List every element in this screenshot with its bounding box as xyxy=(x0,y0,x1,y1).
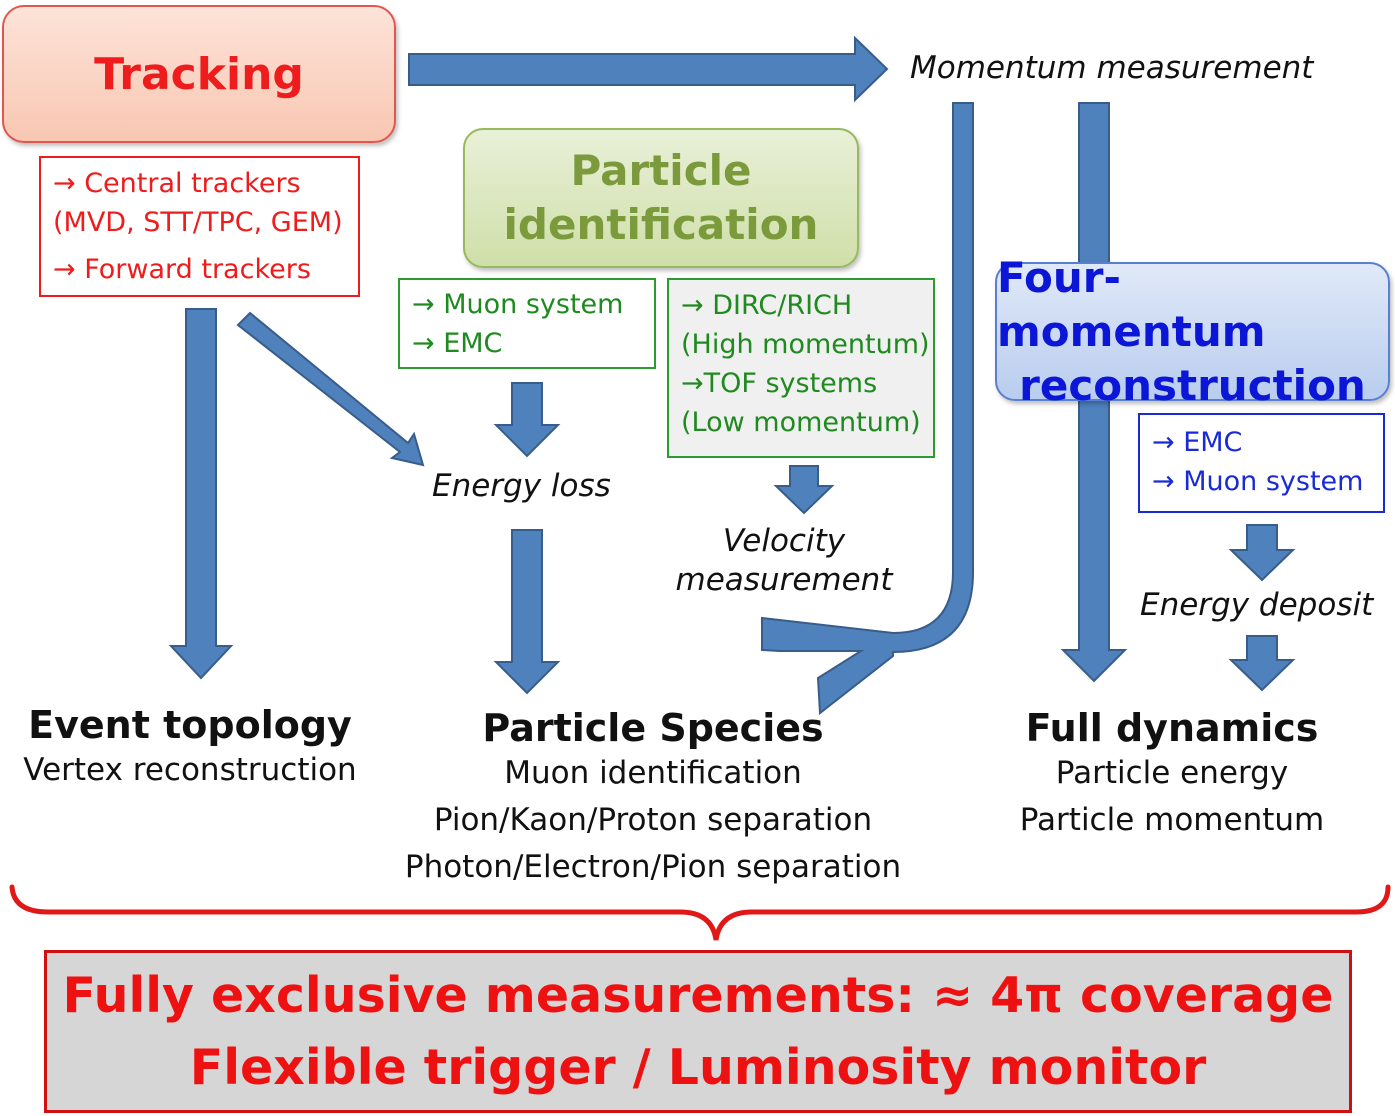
arrow-tracking-to-event-topology xyxy=(168,308,234,680)
arrow-tracking-to-energy-loss xyxy=(236,311,425,467)
pid-item-dirc-detail: (High momentum) xyxy=(681,329,930,360)
tracking-box: Tracking xyxy=(2,5,396,143)
label-energy-deposit: Energy deposit xyxy=(1140,587,1374,623)
four-momentum-item-emc: → EMC xyxy=(1152,427,1243,458)
arrow-dirc-to-velocity xyxy=(773,465,835,515)
outcome-particle-species: Particle Species Muon identification Pio… xyxy=(386,706,920,891)
tracking-item-central-detail: (MVD, STT/TPC, GEM) xyxy=(53,207,343,238)
summary-box: Fully exclusive measurements: ≈ 4π cover… xyxy=(44,950,1352,1113)
tracking-title: Tracking xyxy=(94,48,304,100)
label-energy-loss: Energy loss xyxy=(432,468,611,504)
particle-species-item-muon: Muon identification xyxy=(504,755,802,791)
tracking-item-central: → Central trackers xyxy=(53,168,301,199)
pid-item-tof: →TOF systems xyxy=(681,368,878,399)
particle-species-title: Particle Species xyxy=(482,706,824,750)
pid-title-line1: Particle xyxy=(570,146,752,195)
pid-item-tof-detail: (Low momentum) xyxy=(681,407,921,438)
four-momentum-box: Four-momentum reconstruction xyxy=(995,253,1390,410)
full-dynamics-title: Full dynamics xyxy=(1025,706,1319,750)
four-momentum-list: → EMC → Muon system xyxy=(1138,413,1385,513)
arrow-tracking-to-momentum xyxy=(408,35,889,103)
arrow-emc-to-energy-deposit xyxy=(1228,524,1296,582)
arrow-energy-loss-to-species xyxy=(493,529,561,695)
arrow-muon-to-energy-loss xyxy=(493,382,561,458)
event-topology-item: Vertex reconstruction xyxy=(23,752,357,788)
label-velocity-line2: measurement xyxy=(675,562,893,598)
particle-species-item-photon-electron-pion: Photon/Electron/Pion separation xyxy=(404,849,902,885)
tracking-list: → Central trackers (MVD, STT/TPC, GEM) →… xyxy=(39,156,360,297)
pid-title-line2: identification xyxy=(503,200,819,249)
event-topology-title: Event topology xyxy=(28,703,352,747)
full-dynamics-item-momentum: Particle momentum xyxy=(1019,802,1325,838)
pid-list-muon-emc: → Muon system → EMC xyxy=(398,278,656,369)
full-dynamics-item-energy: Particle energy xyxy=(1055,755,1289,791)
four-momentum-item-muon: → Muon system xyxy=(1152,466,1364,497)
curly-brace xyxy=(9,884,1391,941)
summary-line2: Flexible trigger / Luminosity monitor xyxy=(189,1038,1207,1096)
summary-line1: Fully exclusive measurements: ≈ 4π cover… xyxy=(62,966,1334,1024)
pid-item-dirc: → DIRC/RICH xyxy=(681,290,853,321)
pid-box: Particle identification xyxy=(463,128,859,268)
outcome-event-topology: Event topology Vertex reconstruction xyxy=(10,703,370,794)
pid-list-dirc-tof: → DIRC/RICH (High momentum) →TOF systems… xyxy=(667,278,935,458)
label-velocity-line1: Velocity xyxy=(722,523,846,559)
tracking-item-forward: → Forward trackers xyxy=(53,254,311,285)
pid-item-emc: → EMC xyxy=(412,328,503,359)
pid-item-muon: → Muon system xyxy=(412,289,624,320)
arrow-energy-deposit-to-full-dynamics xyxy=(1228,635,1296,692)
label-velocity-measurement: Velocity measurement xyxy=(672,522,896,600)
outcome-full-dynamics: Full dynamics Particle energy Particle m… xyxy=(1003,706,1341,844)
particle-species-item-pion-kaon-proton: Pion/Kaon/Proton separation xyxy=(433,802,873,838)
arrow-curved-momentum-to-species xyxy=(761,102,974,715)
four-momentum-title-line1: Four-momentum xyxy=(997,252,1266,356)
label-momentum-measurement: Momentum measurement xyxy=(910,50,1314,86)
four-momentum-title-line2: reconstruction xyxy=(1019,360,1366,410)
